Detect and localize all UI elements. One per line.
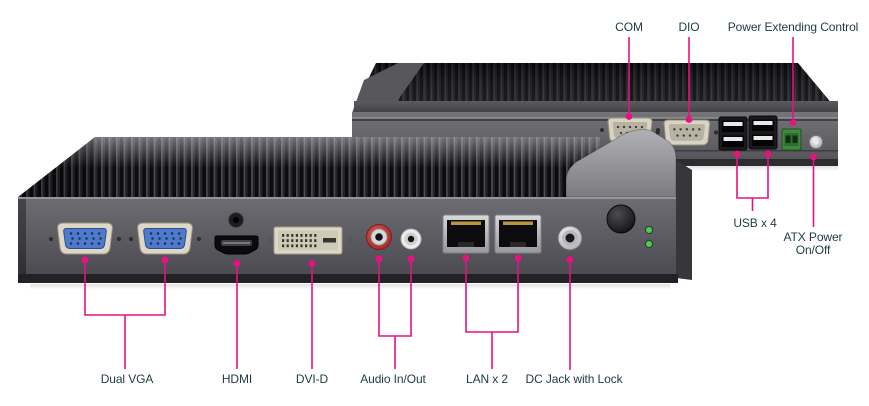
hdmi-port — [214, 235, 259, 255]
label-com: COM — [615, 20, 643, 34]
power-button — [606, 204, 636, 234]
usb-port-stack-2 — [748, 115, 778, 150]
rear-heatsink-corner — [352, 63, 424, 113]
front-device — [18, 129, 692, 290]
callout-line-com — [625, 37, 633, 120]
callout-line-hdmi — [233, 260, 241, 369]
atx-power-button — [809, 135, 823, 149]
label-hdmi: HDMI — [221, 372, 253, 386]
label-dual-vga: Dual VGA — [100, 372, 154, 386]
dvi-d-port — [267, 226, 353, 255]
lan-port-2 — [494, 214, 542, 254]
callout-lines — [81, 37, 817, 370]
label-atx-power: ATX Power On/Off — [783, 230, 843, 258]
status-leds — [644, 225, 654, 249]
dc-jack — [557, 225, 583, 251]
callout-line-lan — [462, 254, 522, 369]
front-right-side — [676, 160, 692, 280]
callout-line-dvi-d — [308, 260, 316, 369]
audio-out-jack — [400, 228, 422, 250]
label-lan: LAN x 2 — [466, 372, 508, 386]
usb-port-stack-1 — [718, 116, 748, 151]
callout-line-usb — [733, 150, 772, 211]
label-audio: Audio In/Out — [360, 372, 426, 386]
callout-line-power-extending-control — [789, 37, 797, 126]
callout-line-dual-vga — [81, 256, 169, 369]
label-power-extending-control: Power Extending Control — [727, 20, 859, 34]
label-dio: DIO — [678, 20, 700, 34]
label-dvi-d: DVI-D — [295, 372, 329, 386]
lan-port-1 — [442, 214, 490, 254]
callout-line-audio — [375, 255, 415, 369]
callout-line-atx-power — [810, 153, 817, 227]
callout-line-dc-jack — [566, 256, 574, 370]
label-usb: USB x 4 — [733, 216, 777, 230]
mini-jack — [228, 212, 244, 228]
label-dc-jack: DC Jack with Lock — [525, 372, 623, 386]
front-heatsink-cap — [565, 129, 677, 198]
callout-line-dio — [685, 37, 693, 123]
power-extending-terminal — [781, 128, 802, 151]
audio-in-jack — [366, 224, 392, 250]
